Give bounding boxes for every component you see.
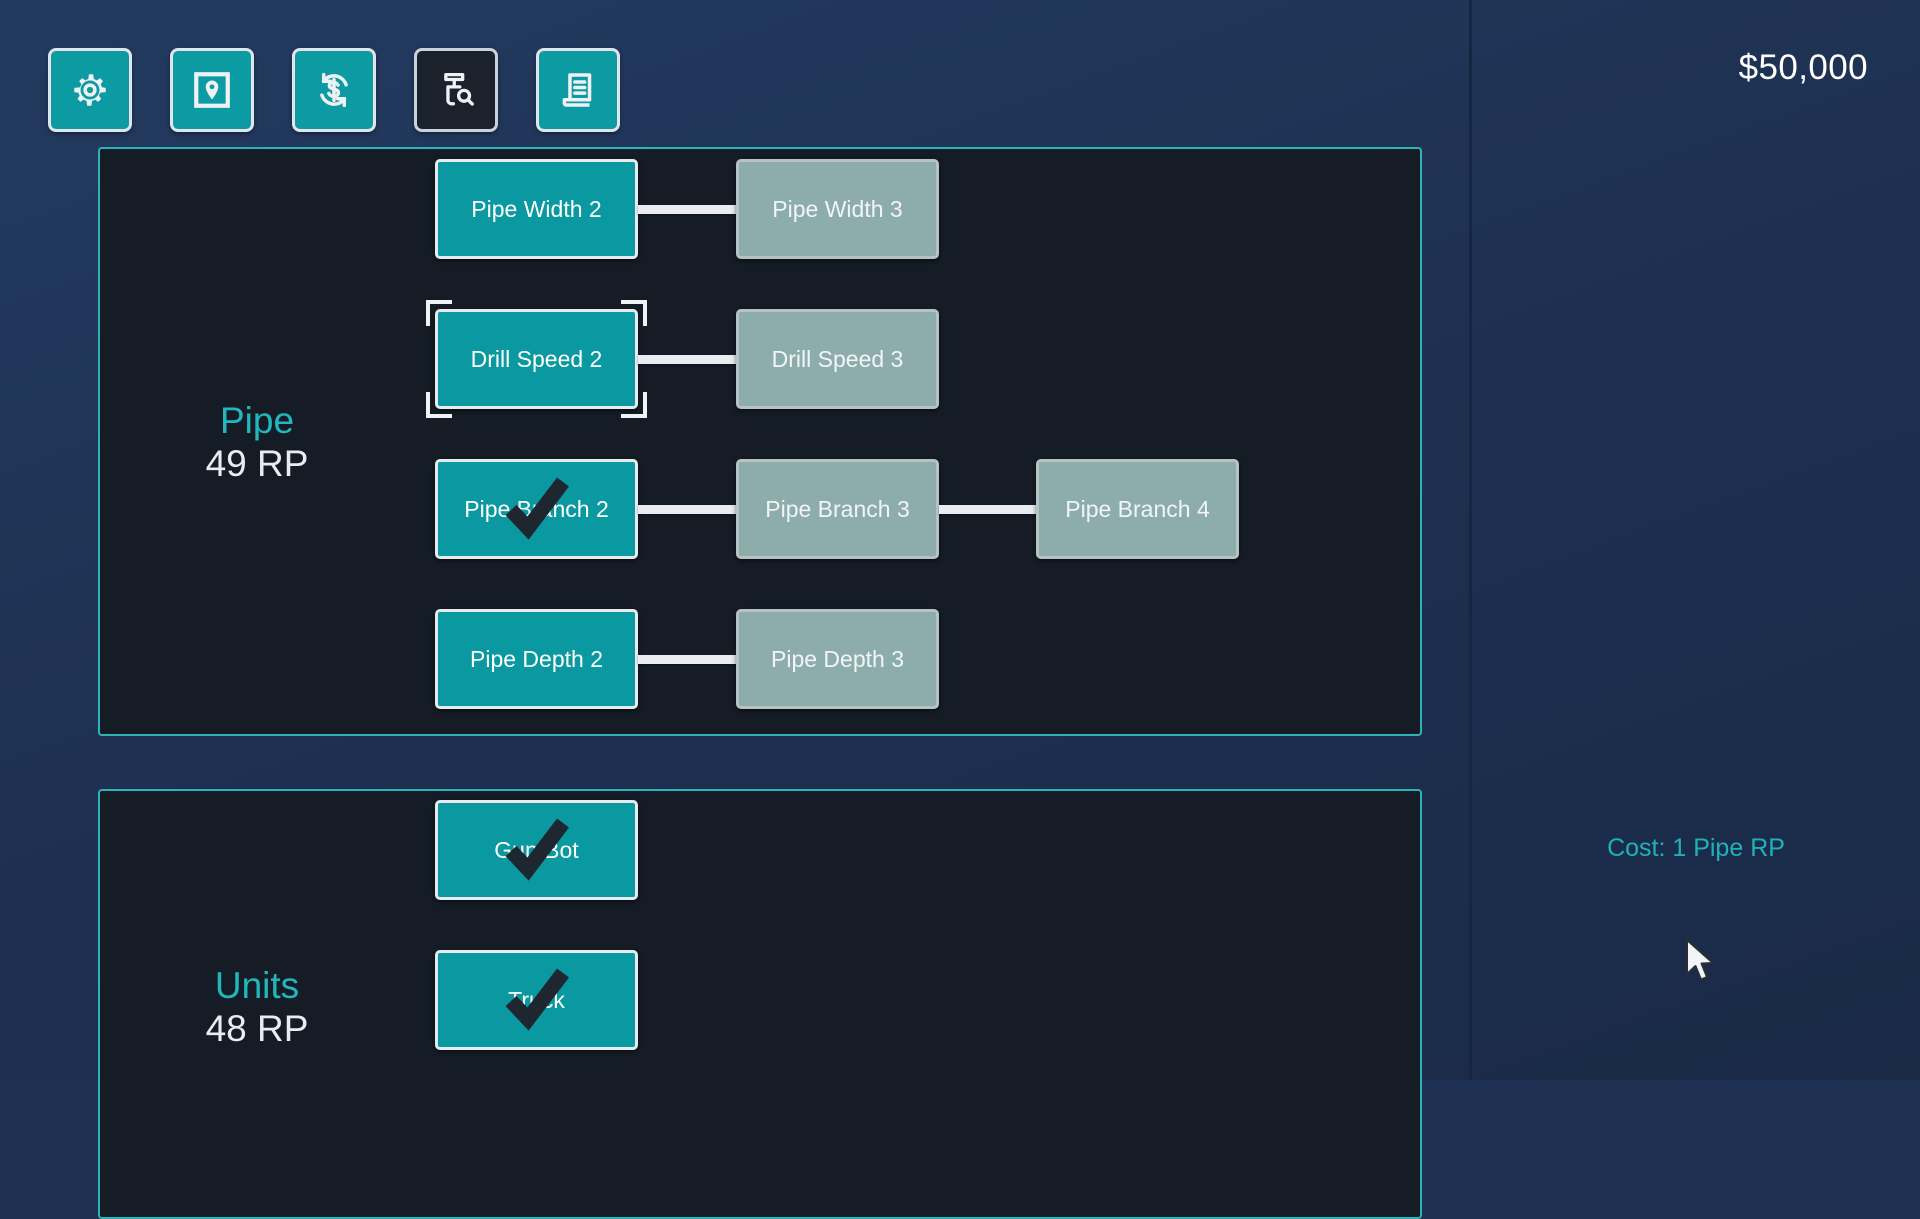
tech-edge <box>638 355 736 364</box>
tech-node-truck[interactable]: Truck <box>435 950 638 1050</box>
document-icon <box>557 69 599 111</box>
tech-node-label: Truck <box>508 986 565 1013</box>
detail-sidebar: $50,000 Faster drill speed Cost: 1 Pipe … <box>1472 0 1920 1080</box>
map-pin-icon <box>191 69 233 111</box>
tech-node-label: Pipe Branch 4 <box>1065 495 1210 522</box>
tech-edge <box>638 655 736 664</box>
gear-icon <box>69 69 111 111</box>
tech-node-label: Pipe Width 3 <box>772 195 903 222</box>
tech-edge <box>638 205 736 214</box>
tech-node-label: Pipe Width 2 <box>471 195 602 222</box>
tech-node-pipe-branch-4[interactable]: Pipe Branch 4 <box>1036 459 1239 559</box>
tech-node-label: Drill Speed 2 <box>470 345 603 372</box>
dollar-refresh-icon <box>312 68 356 112</box>
tech-node-label: Pipe Depth 3 <box>771 645 904 672</box>
tech-node-label: Pipe Branch 2 <box>464 495 609 522</box>
top-toolbar <box>48 48 620 132</box>
tech-node-pipe-branch-3[interactable]: Pipe Branch 3 <box>736 459 939 559</box>
tech-node-label: Gun Bot <box>494 836 579 863</box>
tech-node-drill-speed-2[interactable]: Drill Speed 2 <box>435 309 638 409</box>
reports-button[interactable] <box>536 48 620 132</box>
money-display: $50,000 <box>1738 48 1868 87</box>
research-cost-label: Cost: 1 Pipe RP <box>1607 834 1785 862</box>
sidebar-divider <box>1469 0 1472 1080</box>
tech-edge <box>939 505 1036 514</box>
trade-button[interactable] <box>292 48 376 132</box>
tech-node-label: Drill Speed 3 <box>771 345 904 372</box>
settings-button[interactable] <box>48 48 132 132</box>
tech-node-pipe-depth-3[interactable]: Pipe Depth 3 <box>736 609 939 709</box>
tech-edge <box>638 505 736 514</box>
tech-node-label: Pipe Depth 2 <box>470 645 603 672</box>
tech-panel-units <box>98 789 1422 1219</box>
tech-node-pipe-width-2[interactable]: Pipe Width 2 <box>435 159 638 259</box>
tech-node-label: Pipe Branch 3 <box>765 495 910 522</box>
tech-node-gun-bot[interactable]: Gun Bot <box>435 800 638 900</box>
research-button[interactable] <box>414 48 498 132</box>
tech-node-pipe-width-3[interactable]: Pipe Width 3 <box>736 159 939 259</box>
tech-node-pipe-depth-2[interactable]: Pipe Depth 2 <box>435 609 638 709</box>
map-button[interactable] <box>170 48 254 132</box>
tech-node-drill-speed-3[interactable]: Drill Speed 3 <box>736 309 939 409</box>
tech-node-pipe-branch-2[interactable]: Pipe Branch 2 <box>435 459 638 559</box>
research-icon <box>435 69 477 111</box>
